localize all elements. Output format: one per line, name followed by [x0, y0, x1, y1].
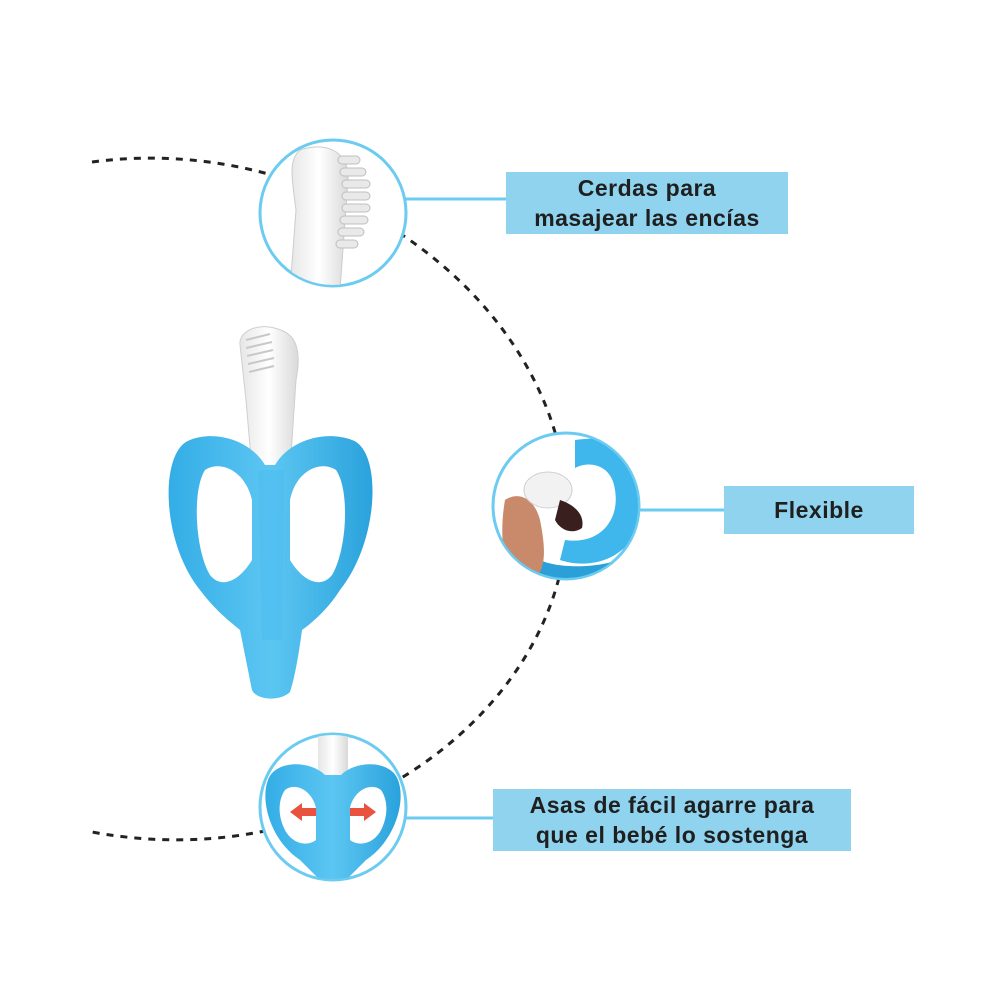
zoom-circle-flexible: [491, 431, 641, 581]
bristle-head-icon: [289, 146, 371, 285]
zoom-circle-handles: [258, 732, 408, 882]
label-handles-line2: que el bebé lo sostenga: [535, 822, 809, 848]
label-handles: Asas de fácil agarre para que el bebé lo…: [493, 789, 851, 851]
label-handles-line1: Asas de fácil agarre para: [529, 792, 815, 818]
banana-toothbrush-icon: [168, 326, 373, 699]
label-flexible-line1: Flexible: [774, 497, 864, 523]
label-bristles: Cerdas para masajear las encías: [506, 172, 788, 234]
squeeze-arrows-icon: [290, 803, 376, 821]
zoom-circle-bristles: [258, 138, 408, 288]
label-bristles-line2: masajear las encías: [534, 205, 760, 231]
label-bristles-line1: Cerdas para: [577, 175, 717, 201]
squeeze-handles-icon: [265, 735, 401, 879]
label-flexible: Flexible: [724, 486, 914, 534]
